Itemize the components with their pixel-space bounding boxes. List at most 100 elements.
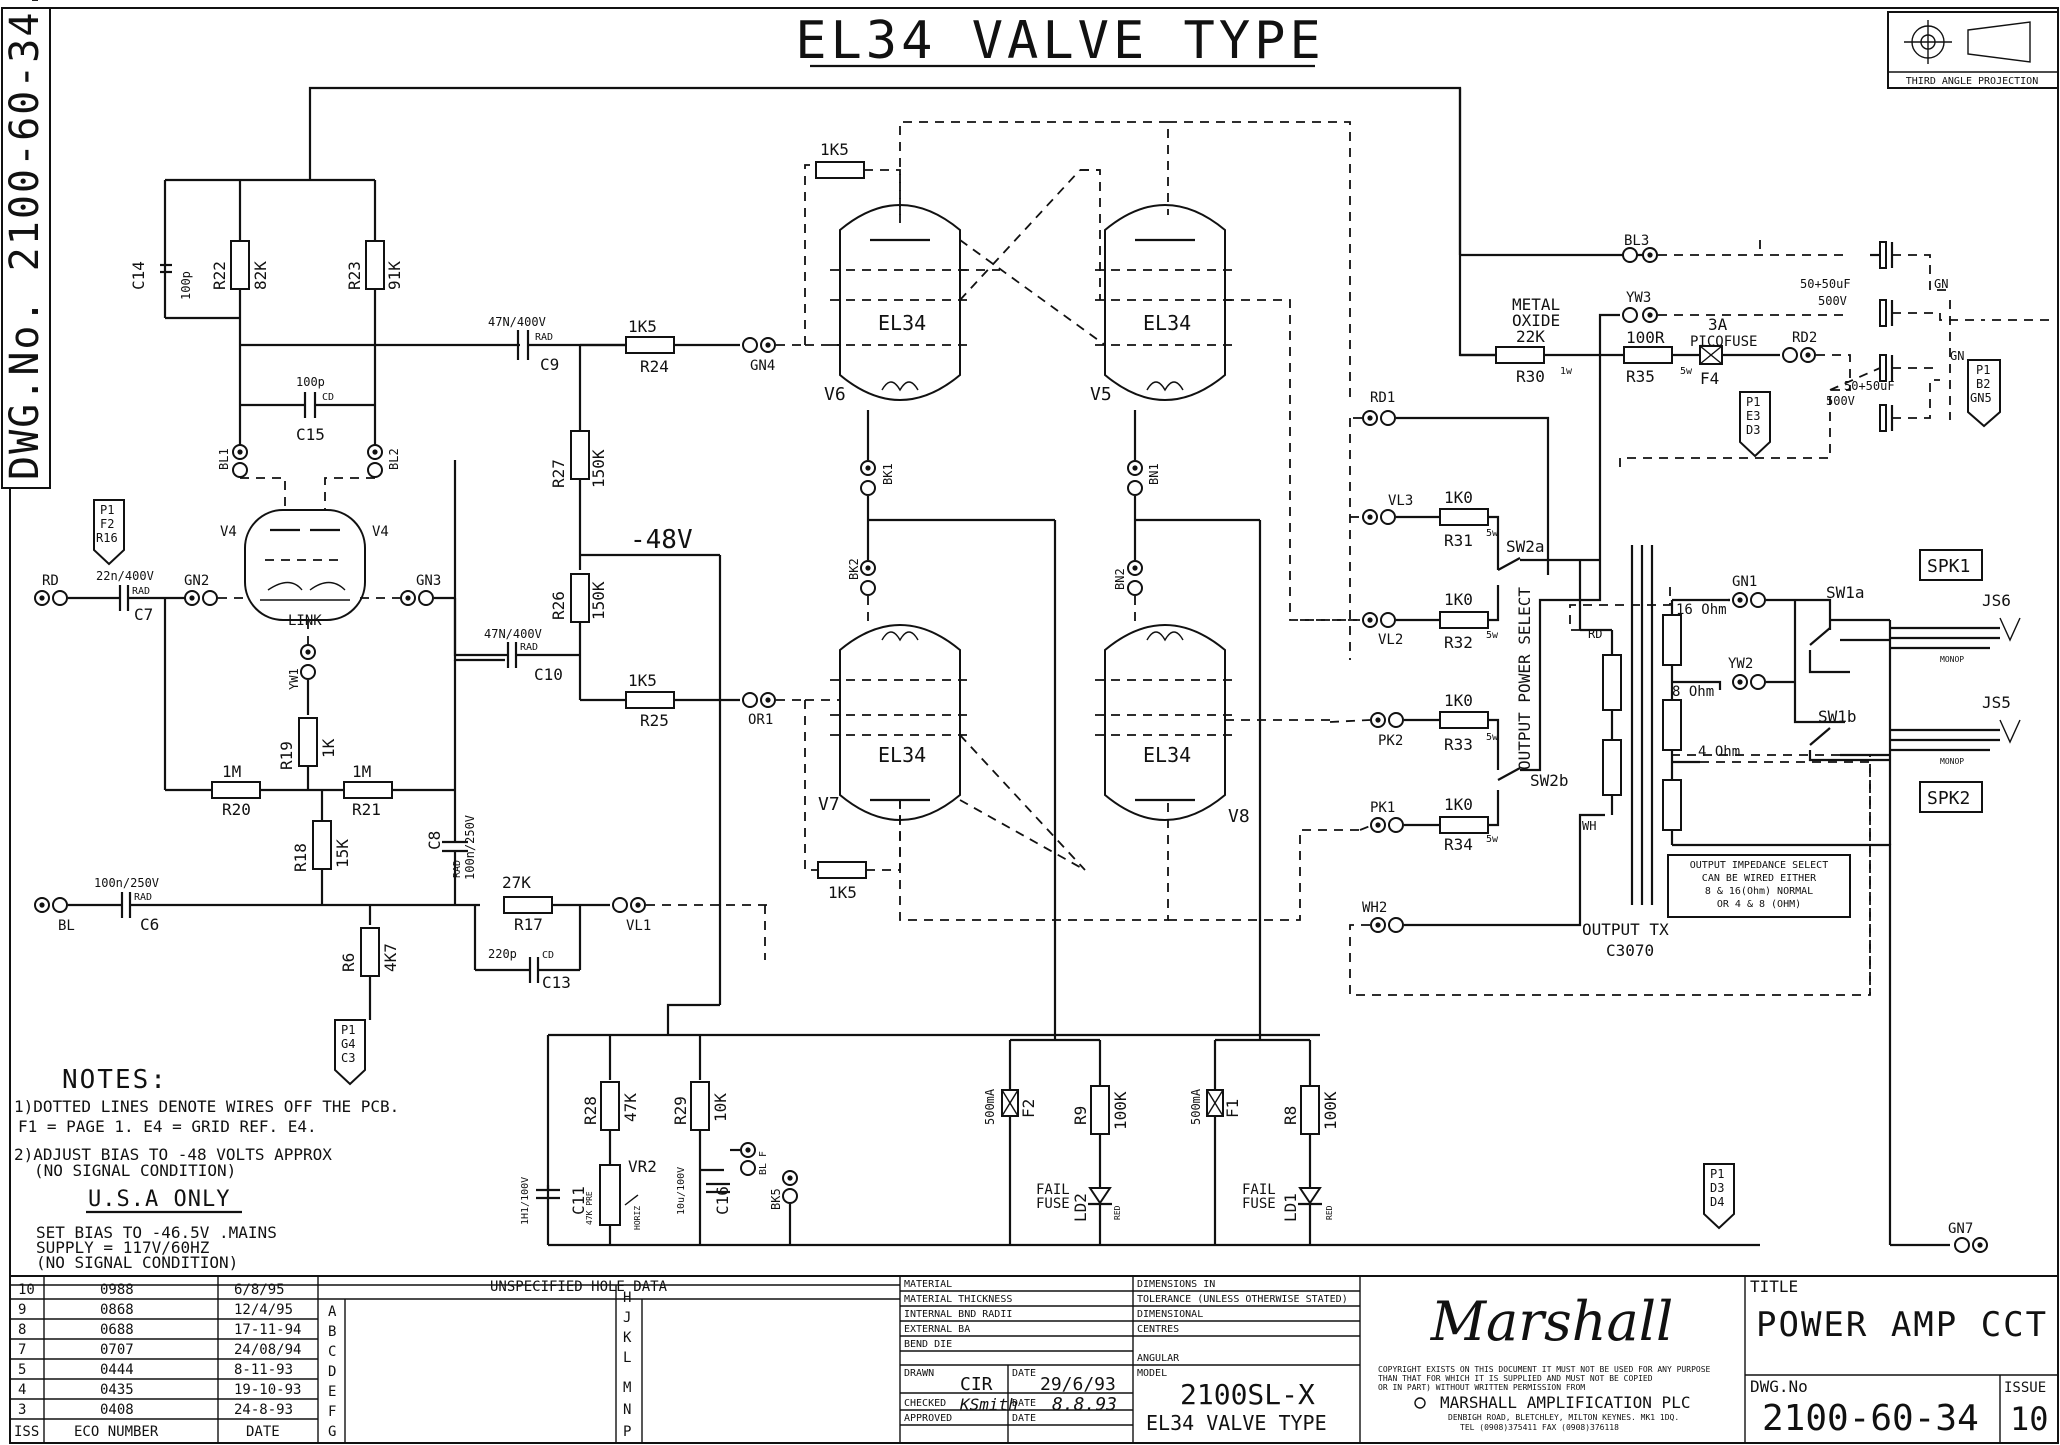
svg-text:SPK2: SPK2 bbox=[1927, 788, 1970, 809]
svg-text:5: 5 bbox=[18, 1362, 26, 1378]
svg-text:0444: 0444 bbox=[100, 1362, 134, 1378]
svg-text:100n/250V: 100n/250V bbox=[463, 815, 477, 880]
svg-text:3: 3 bbox=[18, 1402, 26, 1418]
svg-text:8.8.93: 8.8.93 bbox=[1052, 1394, 1117, 1415]
side-drawing-number: DWG.No. 2100-60-34.DGM bbox=[1, 0, 51, 489]
svg-text:24/08/94: 24/08/94 bbox=[234, 1342, 301, 1358]
svg-text:ISSUE: ISSUE bbox=[2004, 1380, 2046, 1396]
svg-text:(NO SIGNAL CONDITION): (NO SIGNAL CONDITION) bbox=[36, 1253, 238, 1272]
eco-row: 4 0435 19-10-93 bbox=[18, 1382, 301, 1398]
svg-text:C6: C6 bbox=[140, 915, 159, 934]
svg-text:1K0: 1K0 bbox=[1444, 691, 1473, 710]
svg-text:500mA: 500mA bbox=[1189, 1088, 1203, 1125]
svg-text:29/6/93: 29/6/93 bbox=[1040, 1374, 1116, 1395]
svg-text:EL34 VALVE TYPE: EL34 VALVE TYPE bbox=[1146, 1411, 1327, 1435]
svg-text:PK2: PK2 bbox=[1378, 733, 1403, 749]
svg-text:GN: GN bbox=[1934, 277, 1948, 291]
svg-text:RD: RD bbox=[42, 573, 59, 589]
svg-text:R26: R26 bbox=[549, 591, 568, 620]
svg-text:0868: 0868 bbox=[100, 1302, 134, 1318]
svg-text:CD: CD bbox=[542, 950, 554, 961]
svg-text:DWG.No. 2100-60-34.DGM: DWG.No. 2100-60-34.DGM bbox=[2, 0, 48, 480]
svg-text:0707: 0707 bbox=[100, 1342, 134, 1358]
svg-text:(NO SIGNAL CONDITION): (NO SIGNAL CONDITION) bbox=[34, 1161, 236, 1180]
hole-data-table: UNSPECIFIED HOLE DATA A B C D E F G H J … bbox=[318, 1279, 900, 1443]
svg-text:YW3: YW3 bbox=[1626, 290, 1651, 306]
svg-text:MARSHALL AMPLIFICATION PLC: MARSHALL AMPLIFICATION PLC bbox=[1440, 1393, 1690, 1412]
svg-text:V4: V4 bbox=[220, 524, 237, 540]
svg-text:1K0: 1K0 bbox=[1444, 488, 1473, 507]
svg-text:GN3: GN3 bbox=[416, 573, 441, 589]
svg-text:BK1: BK1 bbox=[881, 463, 895, 485]
svg-text:1K0: 1K0 bbox=[1444, 795, 1473, 814]
svg-text:M: M bbox=[623, 1380, 631, 1396]
svg-text:P1: P1 bbox=[1746, 395, 1760, 409]
svg-text:YW2: YW2 bbox=[1728, 656, 1753, 672]
svg-text:SW2b: SW2b bbox=[1530, 771, 1569, 790]
svg-text:GN4: GN4 bbox=[750, 358, 775, 374]
svg-text:BL1: BL1 bbox=[217, 448, 231, 470]
jack-js6: JS6 MONOP bbox=[1890, 591, 2021, 664]
svg-text:R27: R27 bbox=[549, 459, 568, 488]
tube-v8: EL34 V8 bbox=[1095, 624, 1250, 827]
svg-text:V5: V5 bbox=[1090, 384, 1112, 405]
svg-text:100n/250V: 100n/250V bbox=[94, 876, 159, 890]
svg-text:J: J bbox=[623, 1310, 631, 1326]
svg-text:0408: 0408 bbox=[100, 1402, 134, 1418]
svg-text:DATE: DATE bbox=[1012, 1413, 1036, 1424]
drawing-title-block: TITLE POWER AMP CCT DWG.No 2100-60-34 IS… bbox=[1745, 1277, 2058, 1443]
svg-text:COPYRIGHT EXISTS ON THIS DOCUM: COPYRIGHT EXISTS ON THIS DOCUMENT IT MUS… bbox=[1378, 1365, 1711, 1374]
svg-text:GN1: GN1 bbox=[1732, 574, 1757, 590]
svg-text:CAN BE WIRED EITHER: CAN BE WIRED EITHER bbox=[1702, 873, 1817, 884]
svg-text:R33: R33 bbox=[1444, 735, 1473, 754]
output-transformer-secondary: 16 Ohm 8 Ohm 4 Ohm bbox=[1662, 598, 1892, 1245]
svg-text:TEL (0908)375411 FAX (0908)376: TEL (0908)375411 FAX (0908)376118 bbox=[1460, 1423, 1619, 1432]
svg-text:ANGULAR: ANGULAR bbox=[1137, 1353, 1180, 1364]
svg-text:9: 9 bbox=[18, 1302, 26, 1318]
svg-text:-48V: -48V bbox=[630, 525, 693, 555]
phase-inverter-section: C14 100p R22 82K R23 91K 47N/400V RAD C9… bbox=[34, 86, 1520, 1086]
svg-text:R30: R30 bbox=[1516, 367, 1545, 386]
svg-text:FAIL: FAIL bbox=[1242, 1182, 1276, 1198]
svg-text:E: E bbox=[328, 1384, 336, 1400]
svg-text:E3: E3 bbox=[1746, 409, 1760, 423]
svg-text:LD1: LD1 bbox=[1281, 1193, 1300, 1222]
svg-text:INTERNAL BND RADII: INTERNAL BND RADII bbox=[904, 1309, 1012, 1320]
svg-text:RAD: RAD bbox=[452, 860, 463, 878]
svg-text:R6: R6 bbox=[339, 953, 358, 972]
svg-text:YW1: YW1 bbox=[287, 668, 301, 690]
svg-text:5w: 5w bbox=[1680, 366, 1693, 377]
svg-text:B: B bbox=[328, 1324, 336, 1340]
svg-text:BK2: BK2 bbox=[847, 558, 861, 580]
svg-text:ECO NUMBER: ECO NUMBER bbox=[74, 1424, 159, 1440]
eco-row: 7 0707 24/08/94 bbox=[18, 1342, 301, 1358]
svg-text:C13: C13 bbox=[542, 973, 571, 992]
svg-text:FAIL: FAIL bbox=[1036, 1182, 1070, 1198]
svg-text:OUTPUT TX: OUTPUT TX bbox=[1582, 920, 1669, 939]
svg-text:1H1/100V: 1H1/100V bbox=[520, 1177, 531, 1225]
eco-table: 10 0988 6/8/95 9 0868 12/4/95 8 0688 17-… bbox=[10, 1282, 318, 1440]
svg-text:5w: 5w bbox=[1486, 732, 1499, 743]
svg-text:BEND DIE: BEND DIE bbox=[904, 1339, 952, 1350]
svg-text:C10: C10 bbox=[534, 665, 563, 684]
svg-text:91K: 91K bbox=[385, 261, 404, 290]
svg-text:ISS: ISS bbox=[14, 1424, 39, 1440]
svg-text:1K5: 1K5 bbox=[628, 671, 657, 690]
svg-text:R9: R9 bbox=[1071, 1106, 1090, 1125]
svg-text:OUTPUT POWER SELECT: OUTPUT POWER SELECT bbox=[1515, 587, 1534, 770]
svg-text:22n/400V: 22n/400V bbox=[96, 569, 154, 583]
svg-text:C14: C14 bbox=[129, 261, 148, 290]
svg-text:RD: RD bbox=[1588, 627, 1602, 641]
svg-text:SW1a: SW1a bbox=[1826, 583, 1865, 602]
svg-text:N: N bbox=[623, 1402, 631, 1418]
drawing-title: EL34 VALVE TYPE bbox=[795, 11, 1325, 71]
svg-text:500V: 500V bbox=[1826, 394, 1855, 408]
svg-text:SW1b: SW1b bbox=[1818, 707, 1857, 726]
svg-text:OXIDE: OXIDE bbox=[1512, 311, 1560, 330]
svg-text:47K: 47K bbox=[621, 1093, 640, 1122]
svg-text:150K: 150K bbox=[589, 449, 608, 488]
svg-text:TITLE: TITLE bbox=[1750, 1277, 1798, 1296]
marshall-logo: Marshall bbox=[1430, 1290, 1674, 1353]
svg-text:SUPPLY = 117V/60HZ: SUPPLY = 117V/60HZ bbox=[36, 1238, 210, 1257]
svg-text:DRAWN: DRAWN bbox=[904, 1368, 934, 1379]
